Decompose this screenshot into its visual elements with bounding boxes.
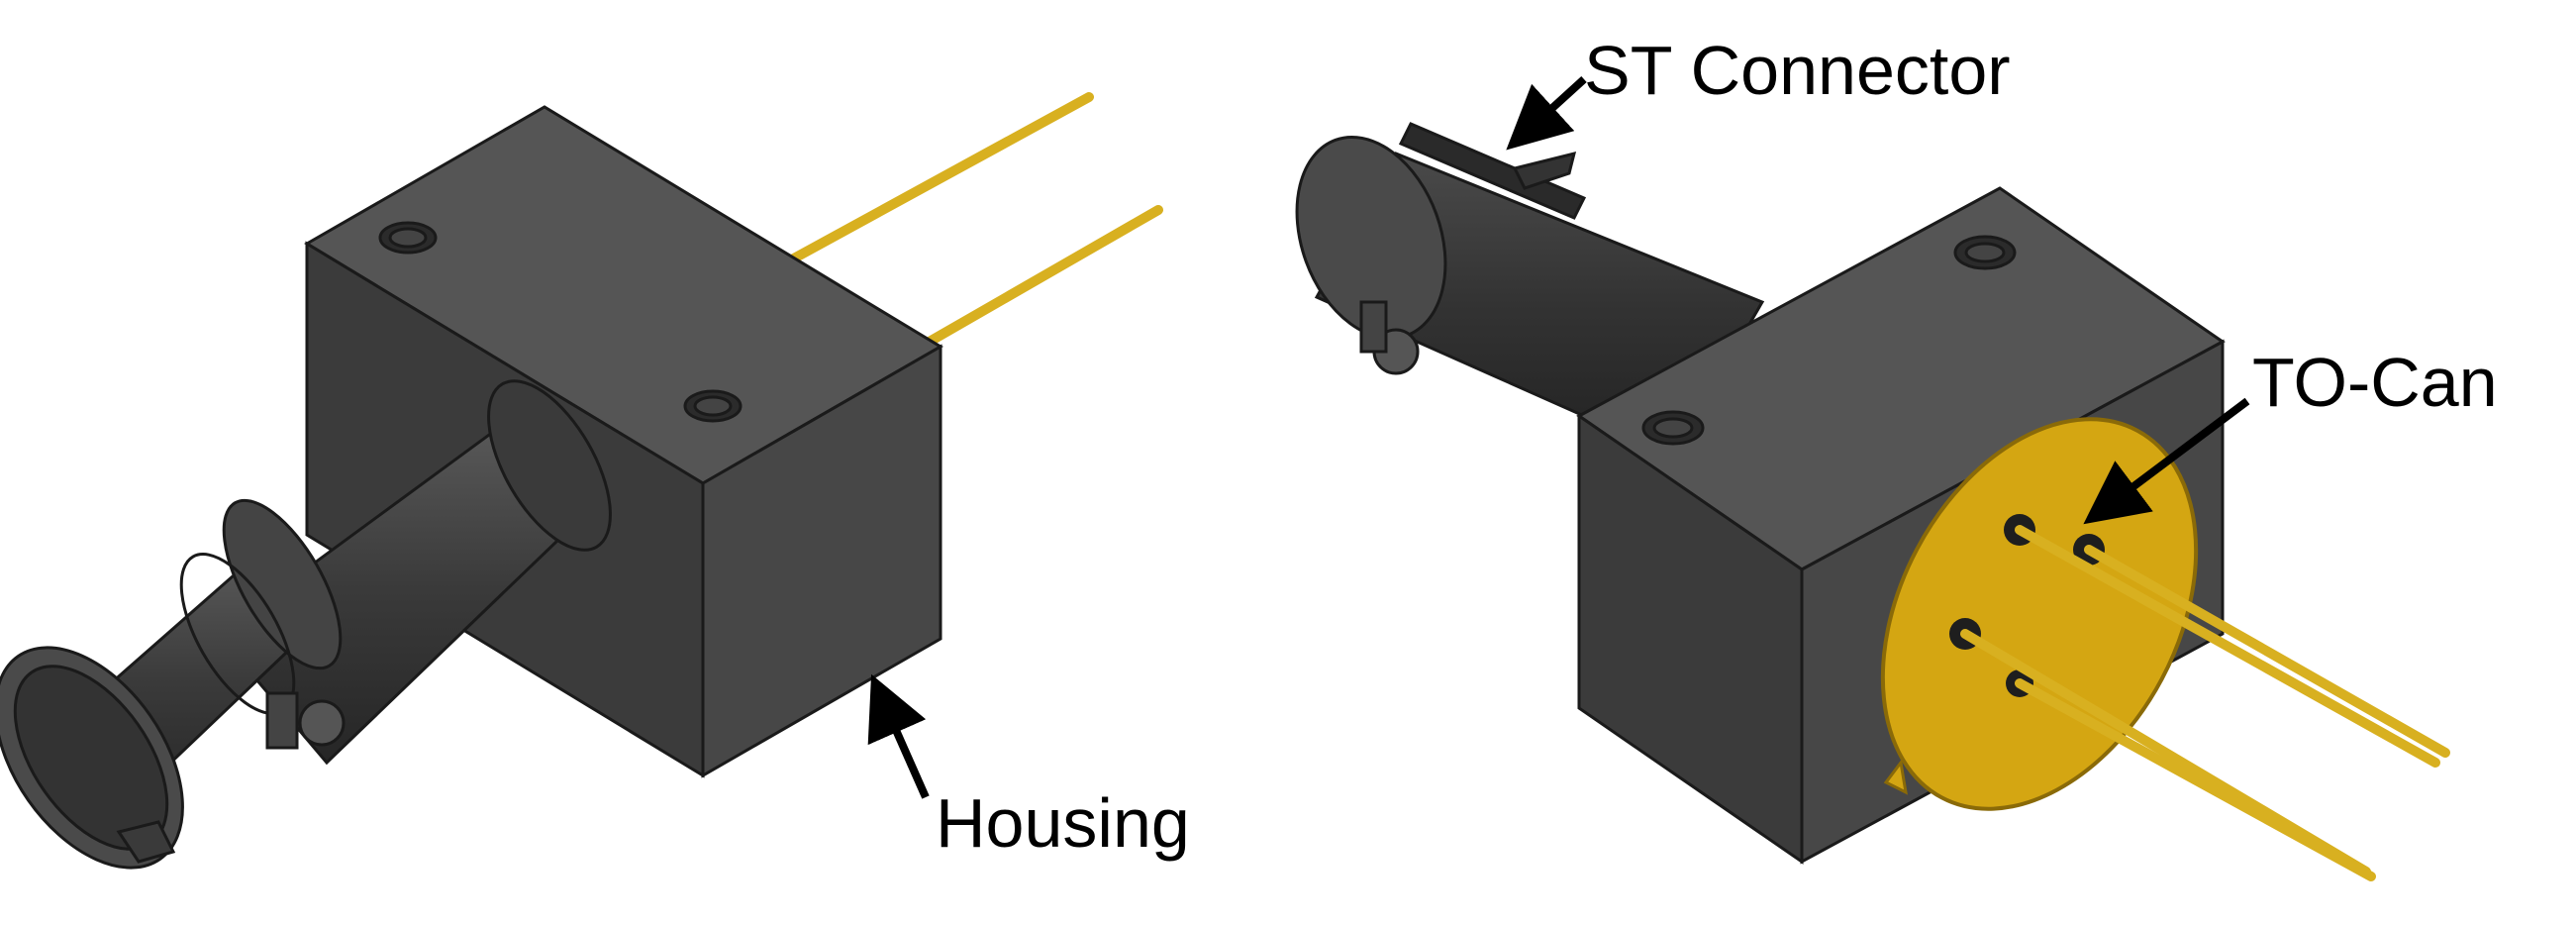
housing-arrow <box>867 673 930 799</box>
to-can-label: TO-Can <box>2252 344 2498 421</box>
left-barrel <box>0 379 612 870</box>
right-pins <box>1960 525 2450 881</box>
st-connector-label: ST Connector <box>1584 32 2011 109</box>
st-connector-arrow <box>1506 76 1587 151</box>
left-assembly: Housing <box>0 92 1190 870</box>
to-can-arrow <box>2083 397 2250 525</box>
housing-label: Housing <box>936 784 1190 862</box>
right-assembly: ST Connector TO-Can <box>1295 32 2498 881</box>
left-pins <box>787 92 1163 352</box>
